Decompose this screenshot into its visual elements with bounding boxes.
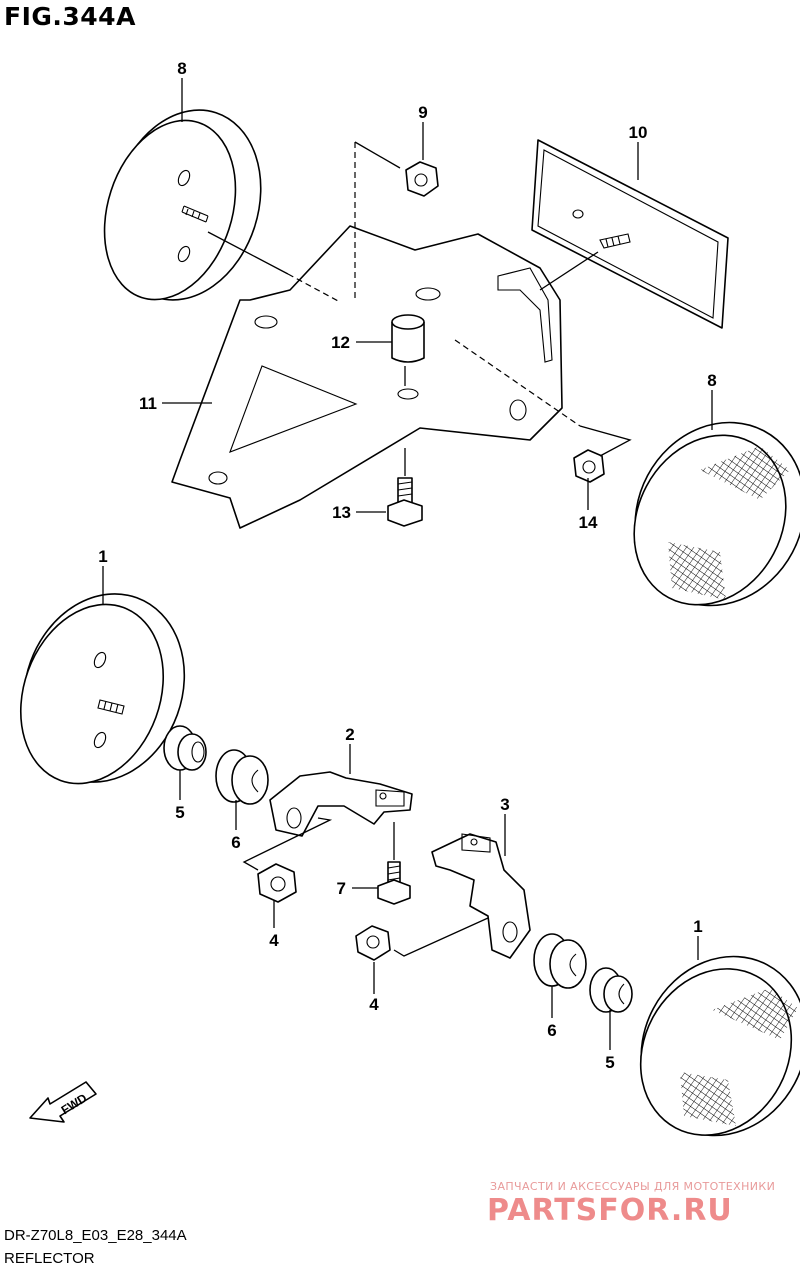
bracket-3 <box>431 833 531 959</box>
fwd-direction-arrow: FWD <box>29 1081 97 1123</box>
grommet-5-left <box>163 725 207 771</box>
reflector-upper-right <box>633 421 800 607</box>
assembly-lines-upper <box>207 141 632 476</box>
grommet-5-right <box>589 967 633 1013</box>
callout-8-right: 8 <box>707 371 716 390</box>
diagram-model-code: DR-Z70L8_E03_E28_344A <box>4 1227 187 1244</box>
collar-12 <box>391 314 425 363</box>
flange-nut-14 <box>573 449 605 483</box>
reflector-bracket <box>171 225 563 529</box>
callout-4-left: 4 <box>269 931 279 950</box>
callout-6-right: 6 <box>547 1021 556 1040</box>
callout-7: 7 <box>337 879 346 898</box>
callout-2: 2 <box>345 725 354 744</box>
reflector-rectangular <box>531 139 729 329</box>
callout-11: 11 <box>139 394 157 413</box>
watermark-tagline: ЗАПЧАСТИ И АКСЕССУАРЫ ДЛЯ МОТОТЕХНИКИ <box>490 1180 776 1193</box>
callout-5-left: 5 <box>175 803 184 822</box>
bracket-2 <box>269 771 413 837</box>
callout-1-right: 1 <box>693 917 702 936</box>
callout-labels: 8 9 10 12 11 8 13 14 1 2 3 5 6 7 4 4 1 6… <box>98 59 716 1072</box>
callout-5-right: 5 <box>605 1053 614 1072</box>
flange-nut-4-left <box>257 863 297 903</box>
figure-title: FIG.344A <box>4 2 136 31</box>
callout-3: 3 <box>500 795 509 814</box>
bolt-7 <box>377 861 411 905</box>
callout-6-left: 6 <box>231 833 240 852</box>
reflector-lower-right <box>639 955 800 1137</box>
callout-9: 9 <box>418 103 427 122</box>
callout-13: 13 <box>332 503 351 522</box>
callout-leaders <box>102 78 713 1050</box>
rubber-cushion-6-right <box>533 933 587 989</box>
flange-nut-4-right <box>355 925 391 961</box>
rubber-cushion-6-left <box>215 749 269 805</box>
diagram-section-name: REFLECTOR <box>4 1250 95 1267</box>
callout-10: 10 <box>629 123 648 142</box>
callout-12: 12 <box>331 333 350 352</box>
callout-4-right: 4 <box>369 995 379 1014</box>
bolt-13 <box>387 477 423 527</box>
flange-nut-9 <box>405 161 439 197</box>
reflector-upper-left <box>103 109 262 301</box>
watermark-logo: PARTSFOR.RU <box>487 1193 733 1228</box>
callout-1-left: 1 <box>98 547 107 566</box>
callout-8-upper-left: 8 <box>177 59 186 78</box>
callout-14: 14 <box>579 513 598 532</box>
assembly-lines-lower <box>242 817 489 957</box>
reflector-lower-left <box>19 593 186 785</box>
